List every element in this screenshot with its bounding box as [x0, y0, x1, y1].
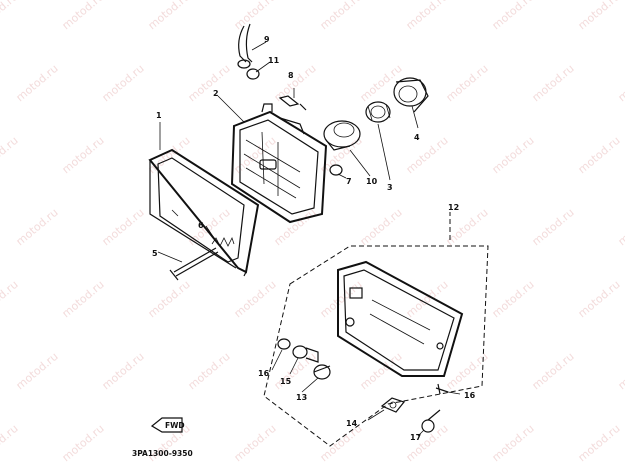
part-10-bulb — [323, 120, 361, 151]
part-9-socket-wire — [237, 23, 253, 69]
part-12-housing — [337, 260, 464, 377]
watermark-text: motod.ru — [0, 278, 21, 320]
watermark-text: motod.ru — [186, 62, 233, 104]
part-5-screw — [169, 247, 219, 281]
watermark-text: motod.ru — [14, 350, 61, 392]
part-16-bolt-right — [435, 383, 449, 395]
callout-13: 13 — [296, 393, 307, 402]
part-4-dust-cover — [393, 77, 429, 113]
watermark-text: motod.ru — [100, 206, 147, 248]
watermark-text: motod.ru — [404, 0, 451, 32]
callout-6: 6 — [198, 221, 204, 230]
callout-5: 5 — [152, 249, 158, 258]
callout-8: 8 — [288, 71, 294, 80]
part-1-headlight-rim — [148, 148, 260, 277]
watermark-text: motod.ru — [146, 134, 193, 176]
callout-labels: 1 2 3 4 5 6 7 8 9 10 11 12 13 14 15 16 1… — [152, 35, 476, 442]
watermark-text: motod.ru — [0, 134, 21, 176]
watermark-text: motod.ru — [530, 350, 577, 392]
watermark-text: motod.ru — [490, 0, 537, 32]
watermark-text: motod.ru — [490, 134, 537, 176]
watermark-text: motod.ru — [530, 62, 577, 104]
part-8-clip — [278, 95, 307, 111]
watermark-text: motod.ru — [0, 422, 21, 464]
callout-4: 4 — [414, 133, 420, 142]
watermark-text: motod.ru — [14, 62, 61, 104]
callout-12: 12 — [448, 203, 459, 212]
part-2-headlight-unit — [230, 103, 328, 224]
watermark-text: motod.ru — [616, 62, 625, 104]
watermark-text: motod.ru — [0, 0, 21, 32]
callout-3: 3 — [387, 183, 393, 192]
part-7-fitting — [329, 164, 343, 176]
callout-10: 10 — [366, 177, 378, 186]
drawing-code: 3PA1300-9350 — [132, 449, 193, 458]
leader-lines — [157, 41, 461, 437]
part-17-bolt — [421, 409, 441, 433]
watermark-text: motod.ru — [490, 278, 537, 320]
watermark-text: motod.ru — [444, 206, 491, 248]
part-15-fitting — [292, 345, 319, 363]
watermark-text: motod.ru — [444, 62, 491, 104]
watermark-text: motod.ru — [490, 422, 537, 464]
part-3-ring — [365, 101, 391, 123]
watermark-text: motod.ru — [358, 350, 405, 392]
callout-16-right: 16 — [464, 391, 476, 400]
watermark-text: motod.ru — [404, 278, 451, 320]
watermark-text: motod.ru — [232, 278, 279, 320]
part-14-grommet — [380, 397, 406, 413]
watermark-text: motod.ru — [100, 62, 147, 104]
callout-17: 17 — [410, 433, 421, 442]
watermark-text: motod.ru — [576, 422, 623, 464]
watermark-text: motod.ru — [576, 134, 623, 176]
callout-1: 1 — [156, 111, 162, 120]
watermark-text: motod.ru — [576, 278, 623, 320]
watermark-text: motod.ru — [318, 422, 365, 464]
callout-2: 2 — [213, 89, 219, 98]
watermark-text: motod.ru — [186, 350, 233, 392]
part-16-grommet-left — [277, 338, 291, 350]
watermark-text: motod.ru — [232, 0, 279, 32]
watermark-text: motod.ru — [272, 206, 319, 248]
watermark-text: motod.ru — [616, 350, 625, 392]
callout-14: 14 — [346, 419, 358, 428]
watermark-text: motod.ru — [404, 422, 451, 464]
watermark-text: motod.ru — [60, 0, 107, 32]
watermark-text: motod.ru — [576, 0, 623, 32]
watermark-text: motod.ru — [100, 350, 147, 392]
watermark-text: motod.ru — [60, 422, 107, 464]
watermark-text: motod.ru — [60, 278, 107, 320]
watermark-text: motod.ru — [530, 206, 577, 248]
watermark-text: motod.ru — [146, 0, 193, 32]
watermark-text: motod.ru — [272, 62, 319, 104]
watermark-text: motod.ru — [358, 206, 405, 248]
part-13-socket — [313, 364, 331, 380]
watermark-text: motod.ru — [318, 278, 365, 320]
callout-9: 9 — [264, 35, 270, 44]
watermark-text: motod.ru — [14, 206, 61, 248]
watermark-text: motod.ru — [616, 206, 625, 248]
watermark-text: motod.ru — [404, 134, 451, 176]
watermark-text: motod.ru — [232, 422, 279, 464]
callout-7: 7 — [346, 177, 352, 186]
watermark-text: motod.ru — [60, 134, 107, 176]
part-11-cap — [246, 68, 260, 80]
watermark-text: motod.ru — [146, 278, 193, 320]
part-6-spring — [211, 236, 235, 247]
callout-11: 11 — [268, 56, 280, 65]
callout-16-left: 16 — [258, 369, 270, 378]
callout-15: 15 — [280, 377, 292, 386]
watermark-text: motod.ru — [318, 0, 365, 32]
fwd-label: FWD — [165, 421, 185, 430]
fwd-arrow-icon: FWD — [150, 417, 185, 433]
part-12-assembly-outline — [263, 212, 489, 447]
